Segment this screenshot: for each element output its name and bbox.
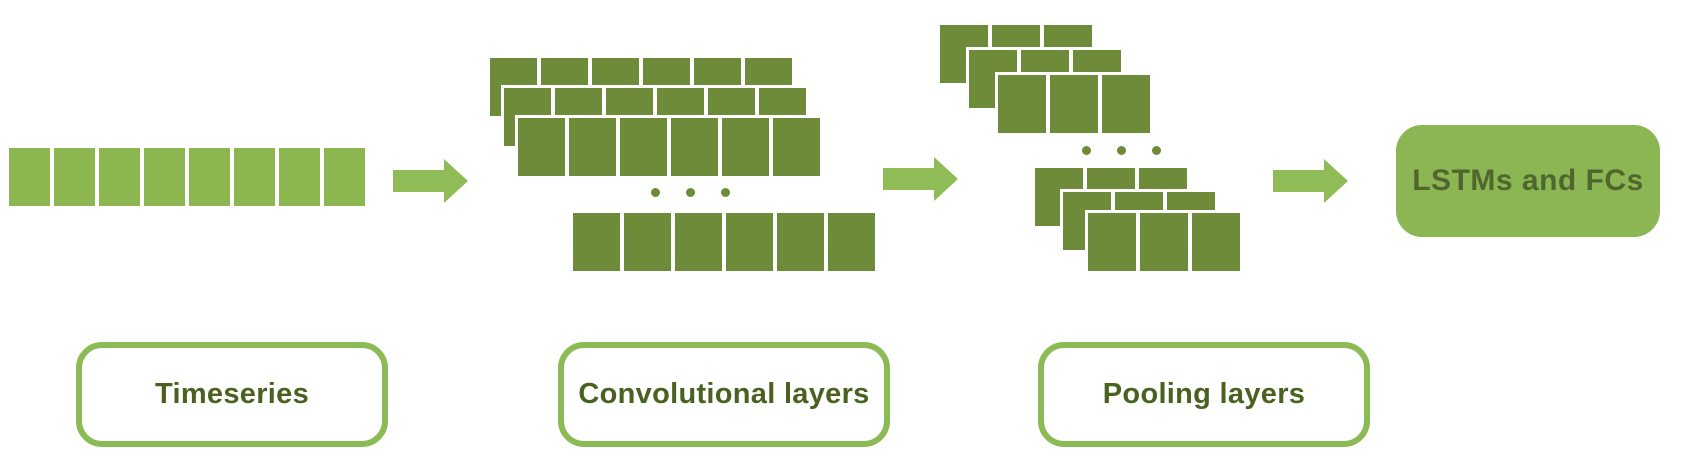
- arrow-pooling-to-lstm-icon: [1273, 159, 1348, 203]
- timeseries-label-box: Timeseries: [76, 342, 388, 447]
- square: [671, 118, 718, 176]
- dot: [1152, 146, 1161, 155]
- square: [1192, 213, 1240, 271]
- pooling-label-box: Pooling layers: [1038, 342, 1370, 447]
- lstm-fc-box: LSTMs and FCs: [1396, 125, 1660, 237]
- conv-feature-map-row-3: [518, 118, 820, 176]
- square: [144, 148, 185, 206]
- pooling-ellipsis-dots-icon: [1082, 146, 1161, 155]
- square: [569, 118, 616, 176]
- arrow-head: [1324, 159, 1348, 203]
- square: [620, 118, 667, 176]
- square: [99, 148, 140, 206]
- lstm-fc-label: LSTMs and FCs: [1412, 164, 1644, 197]
- dot: [1117, 146, 1126, 155]
- pooling-label: Pooling layers: [1102, 378, 1306, 410]
- square: [828, 213, 875, 271]
- conv-ellipsis-dots-icon: [651, 188, 730, 197]
- square: [1140, 213, 1188, 271]
- arrow-timeseries-to-conv-icon: [393, 159, 468, 203]
- square: [573, 213, 620, 271]
- arrow-head: [934, 157, 958, 201]
- arrow-head: [444, 159, 468, 203]
- arrow-shaft: [883, 168, 936, 190]
- square: [54, 148, 95, 206]
- arrow-conv-to-pooling-icon: [883, 157, 958, 201]
- square: [1088, 213, 1136, 271]
- dot: [651, 188, 660, 197]
- dot: [721, 188, 730, 197]
- timeseries-label: Timeseries: [154, 378, 310, 410]
- square: [234, 148, 275, 206]
- square: [1102, 75, 1150, 133]
- square: [722, 118, 769, 176]
- conv-label: Convolutional layers: [578, 378, 870, 410]
- square: [726, 213, 773, 271]
- arrow-shaft: [1273, 170, 1326, 192]
- timeseries-squares-row: [9, 148, 365, 206]
- square: [324, 148, 365, 206]
- dot: [1082, 146, 1091, 155]
- square: [518, 118, 565, 176]
- conv-feature-map-row-last: [573, 213, 875, 271]
- square: [624, 213, 671, 271]
- square: [279, 148, 320, 206]
- square: [9, 148, 50, 206]
- square: [998, 75, 1046, 133]
- pooling-map-group1-row-3: [998, 75, 1150, 133]
- conv-label-box: Convolutional layers: [558, 342, 890, 447]
- square: [777, 213, 824, 271]
- dot: [686, 188, 695, 197]
- pooling-map-group2-row-3: [1088, 213, 1240, 271]
- square: [773, 118, 820, 176]
- arrow-shaft: [393, 170, 446, 192]
- square: [189, 148, 230, 206]
- square: [1050, 75, 1098, 133]
- square: [675, 213, 722, 271]
